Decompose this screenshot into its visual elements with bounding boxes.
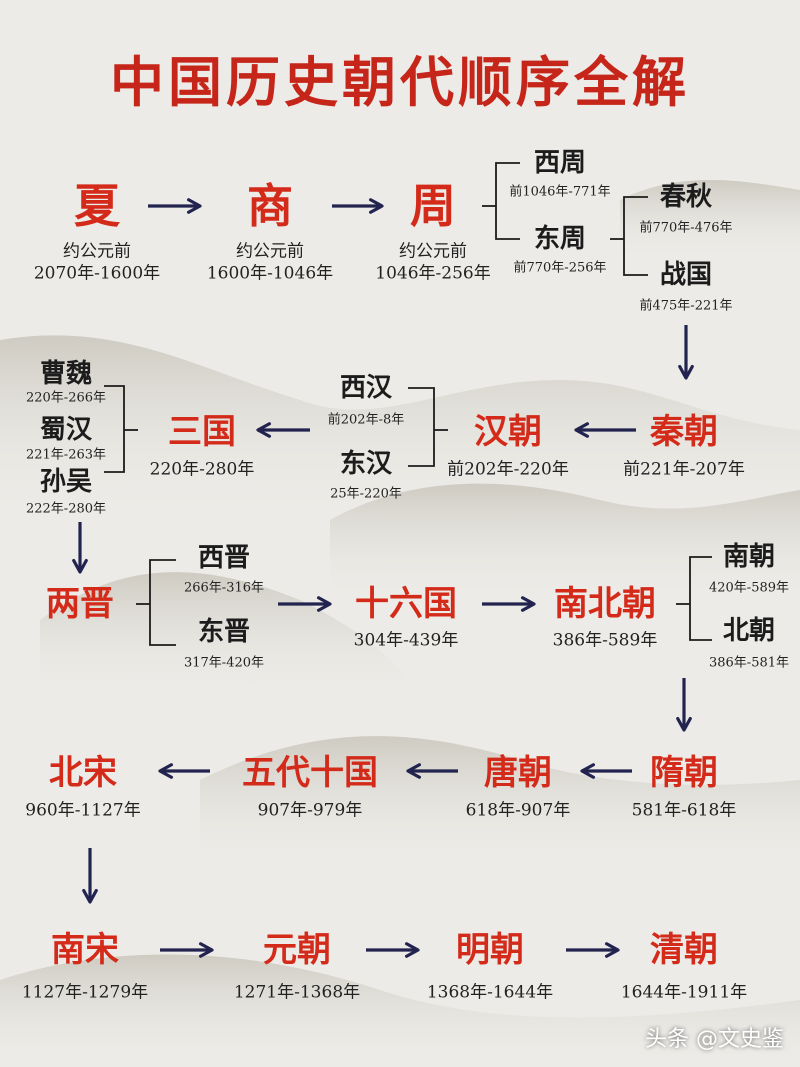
- date-beichao: 386年-581年: [708, 655, 790, 671]
- date-shang-1: 1600年-1046年: [206, 263, 334, 284]
- page-title: 中国历史朝代顺序全解: [110, 51, 690, 114]
- dynasty-wudai: 五代十国: [242, 753, 378, 793]
- dynasty-qing: 清朝: [650, 930, 718, 970]
- bracket-liangjin-bracket: [149, 559, 176, 646]
- arrow-shiliu-nanbei-head: [520, 596, 536, 612]
- dynasty-tang: 唐朝: [484, 753, 552, 793]
- dynasty-nanbei: 南北朝: [554, 584, 656, 624]
- date-shuhan: 221年-263年: [25, 447, 107, 463]
- date-caowei: 220年-266年: [25, 390, 107, 406]
- date-nanchao: 420年-589年: [708, 580, 790, 596]
- arrow-nanbei-sui-head: [676, 716, 692, 732]
- date-xia-1: 2070年-1600年: [33, 263, 161, 284]
- dynasty-zhanguo: 战国: [659, 260, 713, 290]
- arrow-han-sanguo-head: [256, 422, 272, 438]
- arrow-zhanguo-qin-head: [678, 364, 694, 380]
- arrow-qin-han-head: [574, 422, 590, 438]
- dynasty-sanguo: 三国: [168, 412, 236, 452]
- dynasty-zhou: 周: [410, 179, 456, 233]
- date-xijin: 266年-316年: [183, 580, 265, 596]
- dynasty-dongjin: 东晋: [197, 617, 251, 647]
- watermark: 头条 @文史鉴: [645, 1027, 784, 1052]
- arrow-liangjin-shiliu-head: [316, 596, 332, 612]
- date-nansong: 1127年-1279年: [21, 982, 149, 1003]
- date-shang-0: 约公元前: [236, 241, 304, 262]
- date-han: 前202年-220年: [447, 459, 569, 480]
- dynasty-ming: 明朝: [456, 930, 524, 970]
- arrow-sui-tang-head: [580, 763, 596, 779]
- dynasty-xijin: 西晋: [197, 543, 251, 573]
- date-ming: 1368年-1644年: [426, 982, 554, 1003]
- date-qin: 前221年-207年: [623, 459, 745, 480]
- date-zhanguo: 前475年-221年: [639, 298, 733, 314]
- dynasty-liangjin: 两晋: [46, 584, 114, 624]
- dynasty-beichao: 北朝: [722, 616, 776, 646]
- arrow-tang-wudai-head: [406, 763, 422, 779]
- dynasty-shang: 商: [247, 179, 293, 233]
- date-xia-0: 约公元前: [63, 241, 131, 262]
- bracket-nanbei-bracket: [689, 556, 712, 641]
- date-beisong: 960年-1127年: [25, 800, 141, 821]
- dynasty-caowei: 曹魏: [39, 359, 93, 389]
- dynasty-chunqiu: 春秋: [659, 182, 713, 212]
- arrow-shang-zhou-head: [368, 198, 384, 214]
- dynasty-nanchao: 南朝: [722, 542, 776, 572]
- date-dongzhou: 前770年-256年: [513, 260, 607, 276]
- arrow-xia-shang-head: [186, 198, 202, 214]
- date-donghan: 25年-220年: [330, 486, 402, 502]
- arrow-wudai-beisong-head: [158, 763, 174, 779]
- dynasty-nansong: 南宋: [51, 930, 119, 970]
- dynasty-beisong: 北宋: [49, 753, 117, 793]
- arrow-yuan-ming-head: [404, 942, 420, 958]
- dynasty-sunwu: 孙吴: [39, 467, 93, 497]
- date-xihan: 前202年-8年: [327, 412, 405, 428]
- dynasty-donghan: 东汉: [339, 449, 393, 479]
- date-dongjin: 317年-420年: [183, 655, 265, 671]
- arrow-ming-qing-head: [604, 942, 620, 958]
- dynasty-qin: 秦朝: [650, 412, 718, 452]
- dynasty-sui: 隋朝: [650, 753, 718, 793]
- dynasty-shuhan: 蜀汉: [39, 415, 93, 445]
- date-tang: 618年-907年: [465, 800, 571, 821]
- date-yuan: 1271年-1368年: [233, 982, 361, 1003]
- date-chunqiu: 前770年-476年: [639, 220, 733, 236]
- dynasty-yuan: 元朝: [263, 930, 331, 970]
- bracket-dongzhou-bracket: [623, 196, 648, 276]
- bracket-han-bracket: [408, 387, 435, 467]
- dynasty-xihan: 西汉: [339, 373, 393, 403]
- date-sanguo: 220年-280年: [149, 459, 255, 480]
- date-zhou-0: 约公元前: [399, 241, 467, 262]
- date-sui: 581年-618年: [631, 800, 737, 821]
- dynasty-han: 汉朝: [474, 412, 542, 452]
- date-wudai: 907年-979年: [257, 800, 363, 821]
- dynasty-xia: 夏: [74, 179, 120, 233]
- arrow-beisong-nansong-head: [82, 888, 98, 904]
- dynasty-shiliu: 十六国: [355, 584, 457, 624]
- bracket-sanguo-bracket: [104, 385, 125, 473]
- dynasty-dongzhou: 东周: [533, 224, 587, 254]
- date-xizhou: 前1046年-771年: [509, 184, 611, 200]
- arrow-sanguo-liangjin-head: [72, 558, 88, 574]
- date-shiliu: 304年-439年: [353, 630, 459, 651]
- date-sunwu: 222年-280年: [25, 501, 107, 517]
- date-zhou-1: 1046年-256年: [375, 263, 491, 284]
- dynasty-xizhou: 西周: [533, 148, 587, 178]
- bracket-zhou-bracket: [495, 162, 520, 240]
- arrow-nansong-yuan-head: [198, 942, 214, 958]
- date-qing: 1644年-1911年: [620, 982, 748, 1003]
- date-nanbei: 386年-589年: [552, 630, 658, 651]
